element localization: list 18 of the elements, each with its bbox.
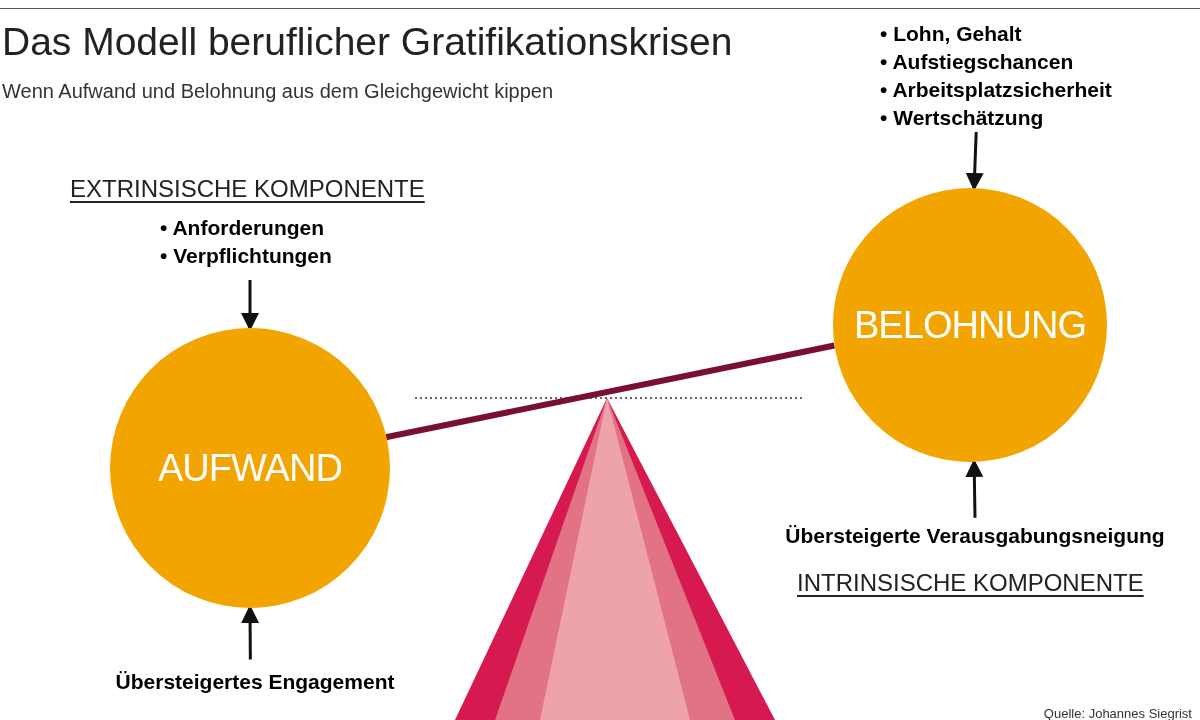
seesaw-beam bbox=[385, 342, 835, 441]
source-note: Quelle: Johannes Siegrist bbox=[1043, 705, 1192, 720]
circle-label: BELOHNUNG bbox=[853, 306, 1087, 344]
section-heading: INTRINSISCHE KOMPONENTE bbox=[797, 568, 1144, 598]
list-item: • Wertschätzung bbox=[880, 105, 1044, 131]
list-item: • Anforderungen bbox=[160, 215, 325, 241]
list-item: • Lohn, Gehalt bbox=[880, 21, 1022, 47]
list-item: • Aufstiegschancen bbox=[880, 49, 1074, 75]
node-label: Übersteigertes Engagement bbox=[115, 669, 395, 695]
list-item: • Verpflichtungen bbox=[160, 243, 332, 269]
subtitle: Wenn Aufwand und Belohnung aus dem Gleichgewicht kippen bbox=[2, 79, 554, 104]
section-heading: EXTRINSISCHE KOMPONENTE bbox=[70, 174, 425, 204]
arrow bbox=[965, 131, 984, 191]
arrow bbox=[241, 280, 259, 331]
circle-label: AUFWAND bbox=[157, 449, 342, 487]
title: Das Modell beruflicher Gratifikationskrisen bbox=[2, 19, 733, 65]
node-label: Übersteigerte Verausgabungsneigung bbox=[785, 523, 1165, 549]
list-item: • Arbeitsplatzsicherheit bbox=[880, 77, 1112, 103]
